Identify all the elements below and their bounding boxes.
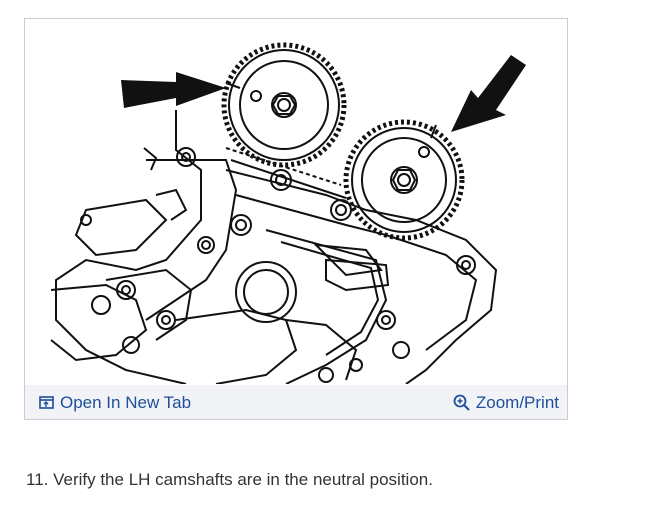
open-new-tab-icon (39, 396, 54, 409)
engine-camshaft-diagram[interactable] (26, 20, 566, 384)
open-in-new-tab-label: Open In New Tab (60, 393, 192, 412)
zoom-print-label: Zoom/Print (475, 393, 559, 412)
open-in-new-tab-link[interactable]: Open In New Tab (39, 393, 191, 413)
figure-card: Open In New Tab Zoom/Print (24, 18, 568, 420)
step-instruction: 11. Verify the LH camshafts are in the n… (26, 470, 433, 489)
zoom-in-icon (453, 394, 470, 411)
figure-footer: Open In New Tab Zoom/Print (25, 385, 567, 419)
camshaft-diagram-svg (50, 42, 526, 384)
zoom-print-link[interactable]: Zoom/Print (453, 393, 559, 413)
